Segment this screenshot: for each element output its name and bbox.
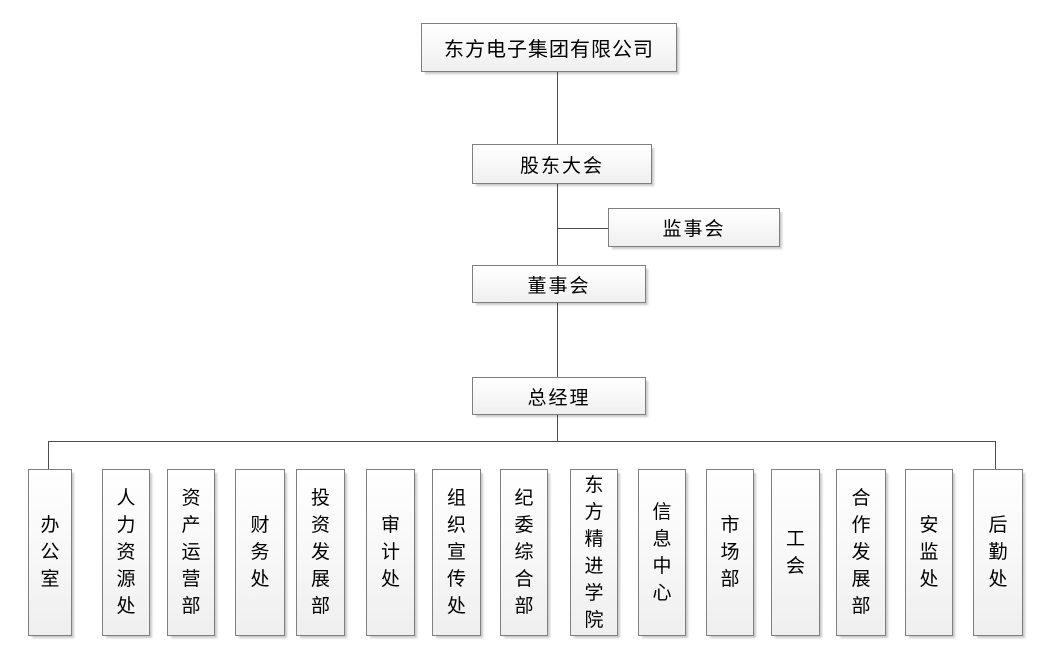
- node-general-manager: 总经理: [472, 377, 646, 415]
- node-shareholders-meeting: 股东大会: [472, 144, 652, 184]
- connector-branch-to-supervisory: [557, 228, 608, 229]
- node-dept-anjianchu: 安监处: [905, 469, 953, 636]
- connector-departments-bracket: [48, 441, 995, 442]
- connector-board-to-gm: [557, 303, 558, 377]
- node-dept-touzifazhanbu: 投资发展部: [296, 469, 345, 636]
- node-company-label: 东方电子集团有限公司: [444, 39, 654, 61]
- dept-label: 组织宣传处: [446, 488, 466, 617]
- dept-label: 市场部: [720, 515, 740, 590]
- node-dept-houqinchu: 后勤处: [973, 469, 1023, 636]
- node-dept-jiweizonghebu: 纪委综合部: [500, 469, 548, 636]
- node-board-of-directors-label: 董事会: [527, 275, 591, 297]
- node-supervisory-board: 监事会: [608, 208, 780, 247]
- dept-label: 东方精进学院: [584, 474, 604, 631]
- connector-bracket-left-stub: [48, 441, 49, 469]
- node-dept-zichanyunyingbu: 资产运营部: [167, 469, 215, 636]
- node-dept-zuzhixuanchuanchu: 组织宣传处: [432, 469, 481, 636]
- node-company: 东方电子集团有限公司: [421, 23, 677, 72]
- dept-label: 审计处: [380, 515, 400, 590]
- dept-label: 资产运营部: [181, 488, 201, 617]
- node-dept-bangongshi: 办公室: [28, 469, 72, 636]
- node-dept-xinxizhongxin: 信息中心: [638, 469, 686, 636]
- dept-label: 信息中心: [652, 501, 672, 604]
- node-dept-shenjichu: 审计处: [366, 469, 415, 636]
- dept-label: 合作发展部: [851, 488, 871, 617]
- node-shareholders-meeting-label: 股东大会: [519, 155, 604, 177]
- dept-label: 工会: [785, 528, 805, 577]
- node-dept-renliziyuanchu: 人力资源处: [102, 469, 150, 636]
- node-general-manager-label: 总经理: [527, 387, 591, 409]
- dept-label: 办公室: [40, 515, 60, 590]
- node-dept-hezuofazhanbu: 合作发展部: [836, 469, 886, 636]
- node-dept-caiwuchu: 财务处: [235, 469, 285, 636]
- node-dept-dongfangjingjinxueyuan: 东方精进学院: [570, 469, 618, 636]
- dept-label: 投资发展部: [310, 488, 330, 617]
- node-dept-gonghui: 工会: [771, 469, 820, 636]
- dept-label: 安监处: [919, 515, 939, 590]
- dept-label: 财务处: [250, 515, 270, 590]
- node-board-of-directors: 董事会: [472, 265, 646, 303]
- dept-label: 纪委综合部: [514, 488, 534, 617]
- node-dept-shichangbu: 市场部: [706, 469, 754, 636]
- connector-gm-to-bracket: [557, 415, 558, 441]
- connector-shareholders-to-board: [557, 184, 558, 265]
- dept-label: 人力资源处: [116, 488, 136, 617]
- dept-label: 后勤处: [988, 515, 1008, 590]
- connector-company-to-shareholders: [557, 72, 558, 144]
- node-supervisory-board-label: 监事会: [662, 219, 726, 240]
- connector-bracket-right-stub: [995, 441, 996, 469]
